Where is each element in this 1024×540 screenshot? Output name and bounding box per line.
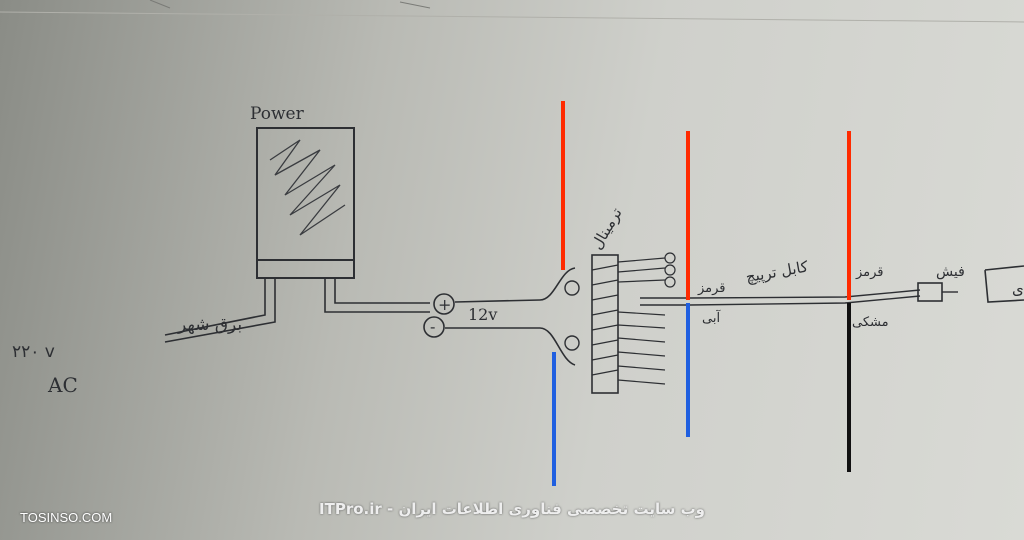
terminal-screws (591, 264, 619, 376)
dc-voltage: 12v (468, 305, 497, 324)
output-node-icon (664, 252, 676, 264)
red-label-2: قرمز (855, 265, 884, 280)
plus-sign: + (438, 295, 451, 314)
red-label: قرمز (697, 281, 726, 296)
power-supply-box (256, 127, 355, 261)
device-box (984, 265, 1024, 303)
black-label: مشکی (852, 315, 889, 330)
minus-terminal-icon (423, 316, 445, 338)
terminal-feed-wires (445, 267, 576, 366)
terminal-block (591, 254, 619, 394)
terminal-minus-icon (564, 335, 580, 351)
plug-label: فیش (936, 264, 965, 280)
power-label: Power (250, 104, 305, 124)
mains-voltage: ۲۲۰ v (12, 342, 55, 362)
plus-terminal-icon (433, 293, 455, 315)
minus-sign: - (430, 317, 435, 336)
paper-scribble (149, 0, 431, 9)
mains-label: برق شهر (177, 315, 242, 335)
device-label: ی (1012, 280, 1024, 298)
ac-label: AC (47, 373, 78, 397)
ac-input-wires (164, 278, 276, 343)
twisted-cable (640, 289, 921, 306)
watermark: ITPro.ir - وب سایت تخصصی فناوری اطلاعات … (319, 500, 705, 518)
output-node-icon (664, 276, 676, 288)
paper-fold-top (0, 11, 1024, 23)
site-logo: TOSINSO.COM (20, 510, 113, 525)
plug-icon (917, 282, 943, 302)
output-node-icon (664, 264, 676, 276)
cable-label: کابل ترپیچ (744, 257, 810, 287)
terminal-label: ترمینال (588, 205, 626, 253)
power-supply-hatching (269, 139, 346, 236)
power-supply-base (256, 259, 355, 279)
terminal-plus-icon (564, 280, 580, 296)
blue-label: آبی (702, 309, 721, 326)
dc-output-wires (324, 278, 430, 313)
terminal-output-wires (617, 257, 666, 385)
